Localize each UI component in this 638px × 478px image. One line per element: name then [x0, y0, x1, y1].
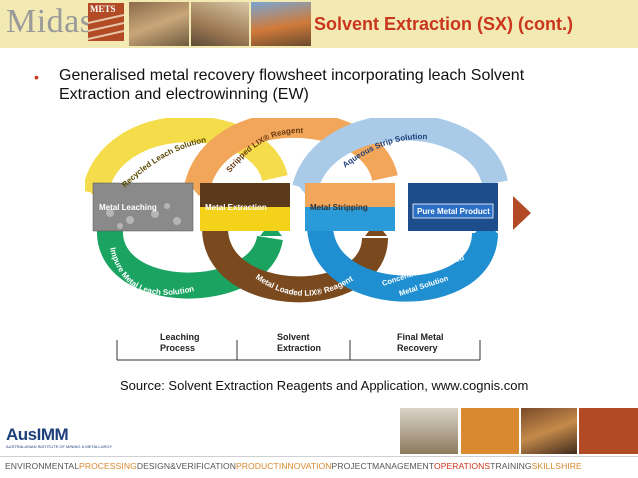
metal-loaded-arc: [202, 226, 388, 303]
footer-rust-block: [579, 408, 638, 454]
footer-word: DESIGN&VERIFICATION: [136, 461, 236, 471]
ausimm-logo: AusIMM: [6, 425, 69, 444]
aqueous-strip-arc: [292, 118, 508, 193]
process-extraction-line1: Solvent: [277, 332, 310, 342]
mets-stripes-icon: [87, 14, 125, 40]
mets-badge: METS: [90, 4, 116, 14]
concentrated-solution-arc: [307, 225, 498, 302]
footer-tagline: ENVIRONMENTALPROCESSINGDESIGN&VERIFICATI…: [5, 461, 582, 471]
ausimm-subtitle: AUSTRALASIAN INSTITUTE OF MINING & METAL…: [6, 444, 113, 449]
footer-photo-equipment: [400, 408, 458, 454]
footer-word: SKILLSHIRE: [531, 461, 582, 471]
flowsheet-diagram: Metal Leaching Metal Extraction Metal St…: [85, 118, 531, 361]
source-citation: Source: Solvent Extraction Reagents and …: [120, 378, 529, 393]
process-leaching-line1: Leaching: [160, 332, 200, 342]
bullet-marker: •: [34, 69, 39, 85]
footer-divider: [0, 456, 638, 457]
recycled-leach-arc: [85, 118, 288, 197]
stage-leaching: Metal Leaching: [92, 182, 194, 232]
output-arrow-icon: [513, 196, 531, 230]
footer-orange-block: [461, 408, 519, 454]
midas-logo: Midas: [6, 3, 94, 40]
stage-stripping: Metal Stripping: [305, 183, 395, 231]
mets-logo-icon: [87, 3, 125, 41]
workers-photo: [251, 2, 311, 46]
impure-leach-arc: [97, 227, 283, 299]
footer-word: PROCESSING: [79, 461, 137, 471]
stage-extraction-label: Metal Extraction: [205, 203, 267, 212]
stage-leaching-label: Metal Leaching: [99, 203, 157, 212]
process-recovery-line2: Recovery: [397, 343, 438, 353]
footer-photo-tunnel: [521, 408, 577, 454]
stripped-reagent-arc: [184, 118, 398, 192]
mine-pit-photo: [129, 2, 189, 46]
bullet-text: Generalised metal recovery flowsheet inc…: [59, 67, 525, 103]
process-recovery-line1: Final Metal: [397, 332, 444, 342]
footer-word: ENVIRONMENTAL: [5, 461, 80, 471]
stage-stripping-label: Metal Stripping: [310, 203, 368, 212]
process-leaching-line2: Process: [160, 343, 195, 353]
process-extraction-line2: Extraction: [277, 343, 321, 353]
slide-title: Solvent Extraction (SX) (cont.): [314, 14, 574, 34]
stage-extraction: Metal Extraction: [200, 183, 290, 231]
stage-product: Pure Metal Product: [408, 183, 498, 231]
footer-word: PROJECTMANAGEMENT: [331, 461, 434, 471]
footer-word: PRODUCTINNOVATION: [236, 461, 332, 471]
footer-word: TRAINING: [490, 461, 532, 471]
footer-word: OPERATIONS: [433, 461, 491, 471]
mine-site-photo: [191, 2, 249, 46]
stage-product-label: Pure Metal Product: [417, 207, 490, 216]
